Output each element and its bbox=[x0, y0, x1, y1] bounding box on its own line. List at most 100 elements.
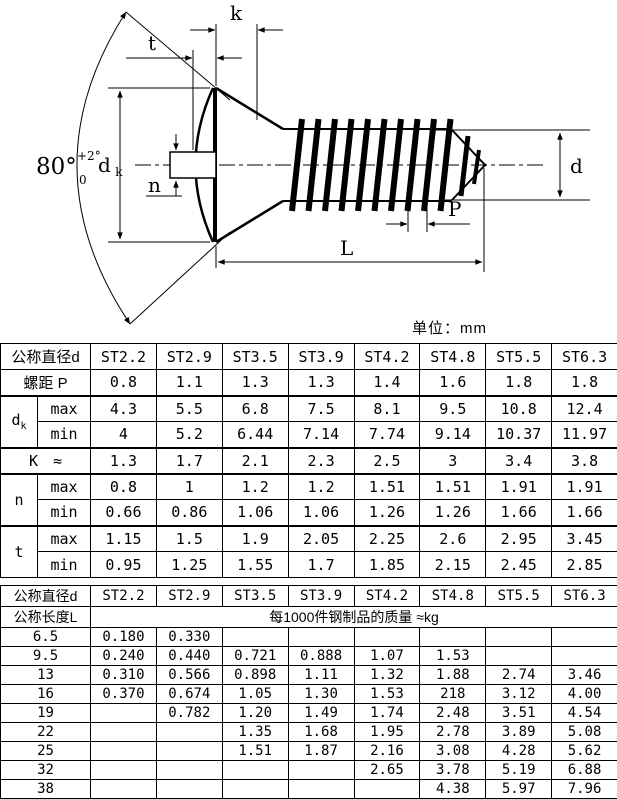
table-cell bbox=[91, 723, 157, 742]
table-cell: 3.4 bbox=[486, 448, 552, 474]
table-cell: 1.26 bbox=[420, 500, 486, 526]
table-cell: 1.49 bbox=[288, 704, 354, 723]
table-cell: 1.2 bbox=[288, 474, 354, 500]
table-cell: 1.3 bbox=[91, 448, 157, 474]
table-cell: 6.8 bbox=[222, 396, 288, 422]
table-cell: 1.30 bbox=[288, 685, 354, 704]
table-cell bbox=[156, 761, 222, 780]
table-cell: 1.87 bbox=[288, 742, 354, 761]
table-cell bbox=[486, 628, 552, 647]
table-cell: 10.37 bbox=[486, 422, 552, 448]
table-cell: ST6.3 bbox=[552, 586, 617, 607]
table-cell: dk bbox=[1, 396, 38, 448]
table-cell: 2.15 bbox=[420, 552, 486, 578]
table-cell: 5.62 bbox=[552, 742, 617, 761]
table-cell: ST5.5 bbox=[486, 586, 552, 607]
table-cell: 0.370 bbox=[91, 685, 157, 704]
table-cell bbox=[91, 742, 157, 761]
table-cell: 0.180 bbox=[91, 628, 157, 647]
table-cell: 0.566 bbox=[156, 666, 222, 685]
table-cell: 4.00 bbox=[552, 685, 617, 704]
table-cell: 218 bbox=[420, 685, 486, 704]
table-cell: 0.95 bbox=[91, 552, 157, 578]
table-cell: K ≈ bbox=[1, 448, 91, 474]
table-cell bbox=[486, 647, 552, 666]
table-cell: min bbox=[38, 422, 91, 448]
table-cell bbox=[288, 761, 354, 780]
table-cell: 2.6 bbox=[420, 526, 486, 552]
table-cell: 9.5 bbox=[1, 647, 91, 666]
table-cell: ST3.9 bbox=[288, 344, 354, 370]
table-cell: 0.330 bbox=[156, 628, 222, 647]
table-cell: 2.3 bbox=[288, 448, 354, 474]
table-cell bbox=[91, 704, 157, 723]
table-cell: 1.95 bbox=[354, 723, 420, 742]
table-cell: 1.66 bbox=[486, 500, 552, 526]
table-cell: 3.89 bbox=[486, 723, 552, 742]
table-cell: 1.7 bbox=[288, 552, 354, 578]
label-n: n bbox=[148, 173, 161, 197]
table-cell: 32 bbox=[1, 761, 91, 780]
table-cell: 1.1 bbox=[156, 370, 222, 396]
table-cell: ST4.2 bbox=[354, 586, 420, 607]
table-cell: 0.8 bbox=[91, 474, 157, 500]
table-cell: 8.1 bbox=[354, 396, 420, 422]
table-cell: 1.51 bbox=[222, 742, 288, 761]
table-cell: 2.1 bbox=[222, 448, 288, 474]
table-cell: 0.721 bbox=[222, 647, 288, 666]
table-cell: 2.5 bbox=[354, 448, 420, 474]
label-L: L bbox=[340, 236, 353, 260]
unit-note: 单位：mm bbox=[412, 317, 487, 338]
table-cell: 13 bbox=[1, 666, 91, 685]
table-cell: 3.78 bbox=[420, 761, 486, 780]
table-cell bbox=[552, 647, 617, 666]
table-cell: 4.3 bbox=[91, 396, 157, 422]
table-cell: 1.53 bbox=[354, 685, 420, 704]
table-cell: 0.86 bbox=[156, 500, 222, 526]
label-t: t bbox=[148, 31, 156, 55]
table-cell: 3.46 bbox=[552, 666, 617, 685]
table-cell bbox=[156, 723, 222, 742]
table-cell: 1.07 bbox=[354, 647, 420, 666]
table-cell: 9.14 bbox=[420, 422, 486, 448]
table-cell: 1.85 bbox=[354, 552, 420, 578]
label-angle: 80° +2° 0 bbox=[36, 147, 105, 187]
table-cell: min bbox=[38, 552, 91, 578]
table-cell: max bbox=[38, 474, 91, 500]
table-cell: 4.54 bbox=[552, 704, 617, 723]
table-cell: min bbox=[38, 500, 91, 526]
table-cell: 每1000件钢制品的质量 ≈kg bbox=[91, 607, 617, 628]
table-cell: 5.08 bbox=[552, 723, 617, 742]
table-cell: 0.440 bbox=[156, 647, 222, 666]
table-cell: 2.85 bbox=[552, 552, 617, 578]
table-cell: 1.26 bbox=[354, 500, 420, 526]
table-cell bbox=[222, 628, 288, 647]
table-cell: 7.74 bbox=[354, 422, 420, 448]
table-cell: 3.12 bbox=[486, 685, 552, 704]
table-cell: 4.28 bbox=[486, 742, 552, 761]
table-cell: ST2.9 bbox=[156, 586, 222, 607]
table-cell: 1.05 bbox=[222, 685, 288, 704]
table-cell: 25 bbox=[1, 742, 91, 761]
screw-technical-drawing: t k d k n 80° +2° 0 d P L bbox=[0, 0, 617, 340]
table-cell: 1.25 bbox=[156, 552, 222, 578]
table-cell: 2.45 bbox=[486, 552, 552, 578]
table-cell: 1.06 bbox=[222, 500, 288, 526]
table-cell: 5.5 bbox=[156, 396, 222, 422]
label-P: P bbox=[448, 197, 461, 221]
table-cell: ST2.2 bbox=[91, 586, 157, 607]
table-cell: 3.51 bbox=[486, 704, 552, 723]
table-cell: 公称直径d bbox=[1, 586, 91, 607]
table-cell: 1.32 bbox=[354, 666, 420, 685]
table-cell: 1.5 bbox=[156, 526, 222, 552]
table-cell: 1.91 bbox=[552, 474, 617, 500]
table-cell: 1.51 bbox=[354, 474, 420, 500]
table-cell: 1.91 bbox=[486, 474, 552, 500]
table-cell: max bbox=[38, 526, 91, 552]
table-cell: 0.898 bbox=[222, 666, 288, 685]
table-cell: 2.25 bbox=[354, 526, 420, 552]
table-cell: 1.68 bbox=[288, 723, 354, 742]
